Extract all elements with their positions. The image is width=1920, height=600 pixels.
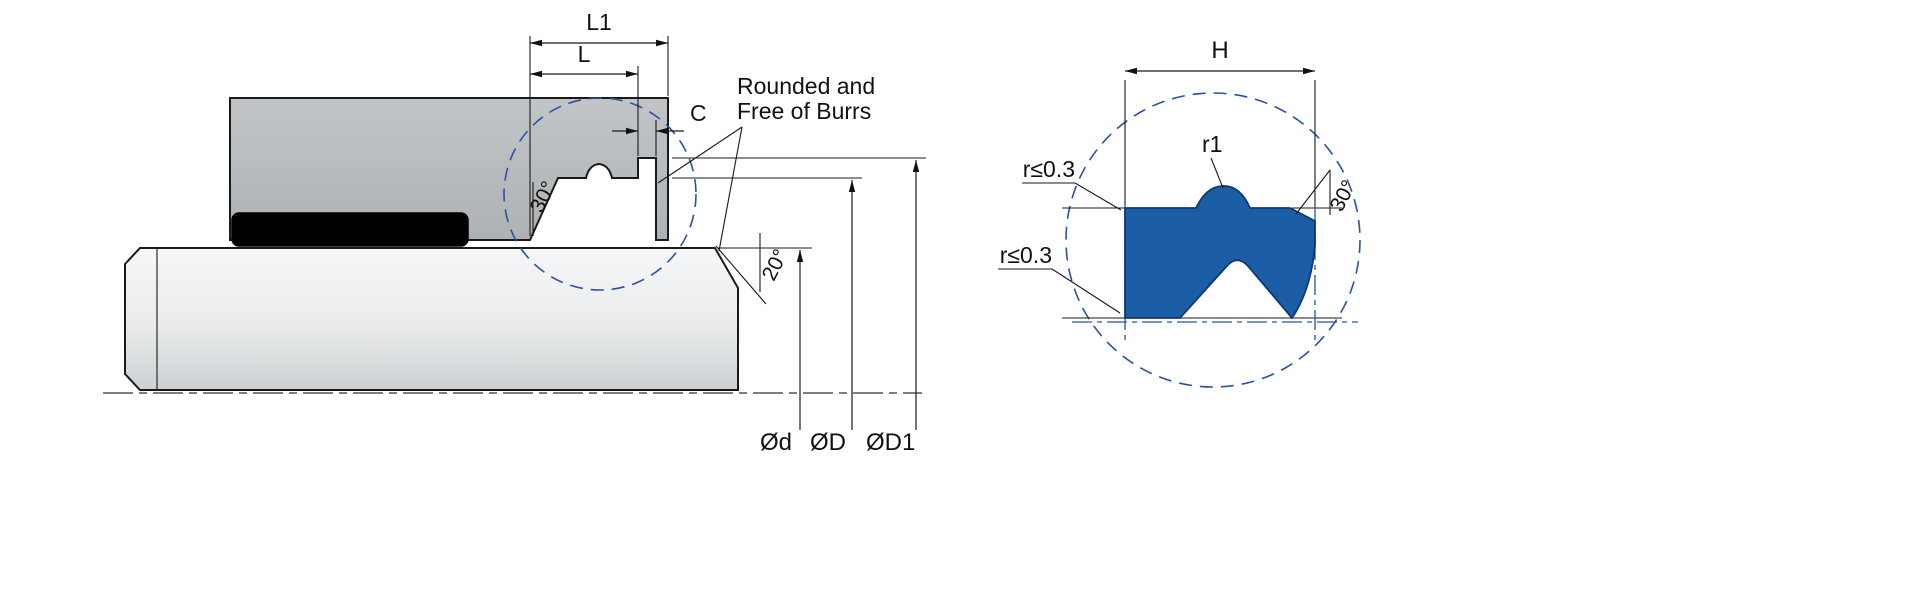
corner-radius-bottom-leader [1051,268,1121,314]
corner-radius-top-leader [1074,182,1122,211]
main-section-view: L1 L C Rounded and Free of Burrs 30° [103,9,926,456]
corner-radius-top-callout: r≤0.3 [1022,156,1122,211]
dimension-c: C [612,100,707,156]
corner-radius-top-label: r≤0.3 [1023,156,1075,182]
diameter-dimensions: Ød ØD ØD1 [672,157,926,456]
housing-section [229,97,669,241]
c-label: C [690,100,707,126]
lip-radius-callout: r1 [1202,131,1224,189]
detail-view: H r1 30° r≤0.3 r≤0.3 [998,37,1361,388]
deburr-leader-rod [718,126,743,252]
lip-radius-label: r1 [1202,131,1222,157]
rod-chamfer-extension-line [715,245,767,305]
l-label: L [578,41,591,67]
rod-chamfer-angle-label: 20° [758,246,793,285]
deburr-note-line2: Free of Burrs [737,98,871,124]
corner-radius-bottom-callout: r≤0.3 [998,242,1121,314]
detail-chamfer-angle-label: 30° [1326,177,1361,216]
detail-chamfer-extension-line [1295,169,1331,215]
detail-chamfer-angle: 30° [1295,169,1361,216]
recess-diameter-label: ØD1 [866,429,915,456]
groove-diameter-label: ØD [810,429,846,456]
rod-diameter-label: Ød [760,429,792,456]
lip-radius-leader [1210,157,1224,189]
static-seal-section [231,212,469,247]
dimension-h: H [1124,37,1316,205]
dimension-l: L [530,41,639,156]
detail-circle [1065,92,1361,388]
detail-indicator-circle [503,97,697,291]
rod-shaft-section [124,247,739,391]
corner-radius-bottom-label: r≤0.3 [1000,242,1052,268]
deburr-note-line1: Rounded and [737,73,875,99]
l1-label: L1 [586,9,612,35]
dimension-l1: L1 [529,9,669,236]
deburr-note: Rounded and Free of Burrs [657,73,875,252]
wiper-seal-profile [1124,185,1316,320]
h-label: H [1211,37,1228,64]
deburr-leader-groove [657,126,743,184]
